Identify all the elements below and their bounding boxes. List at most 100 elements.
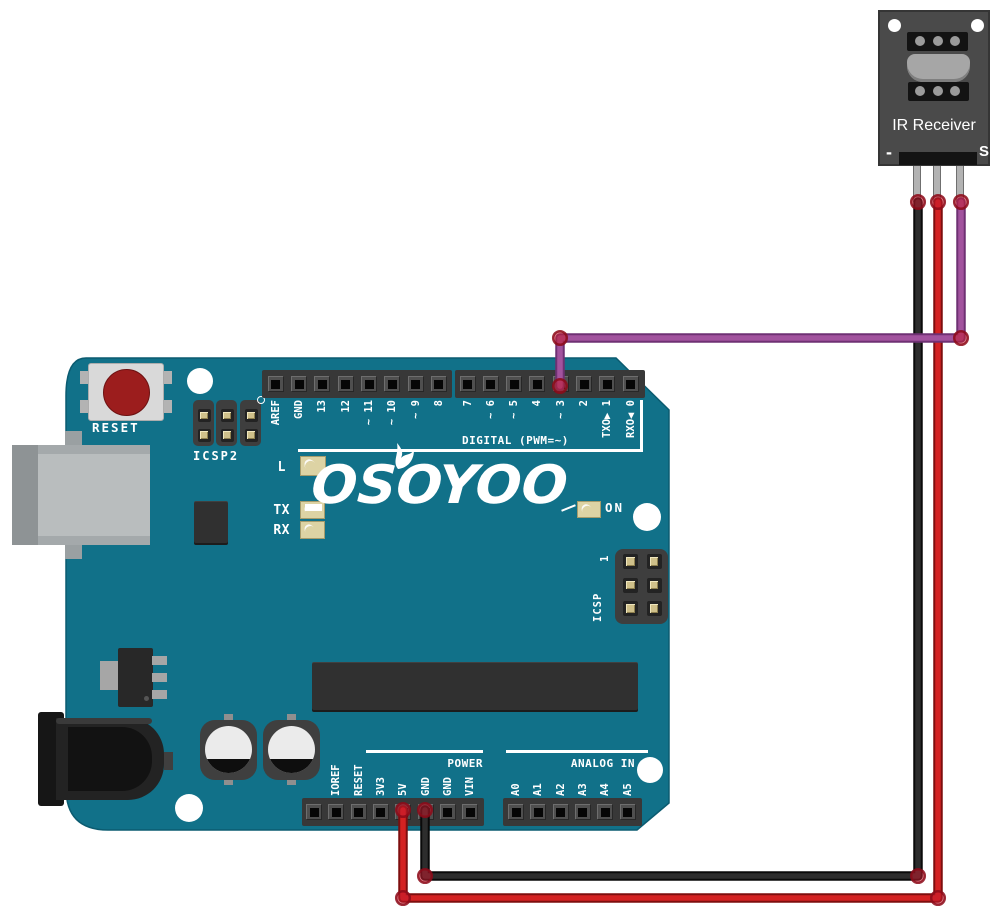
digital-pin: [291, 376, 308, 392]
regulator-leg: [152, 673, 167, 682]
digital-pin: [459, 376, 476, 392]
wire-joint: [416, 867, 434, 885]
capacitor: [200, 714, 257, 785]
digital-pin: [430, 376, 447, 392]
capacitor-lead: [287, 778, 296, 785]
digital-caption: DIGITAL (PWM=~): [462, 434, 569, 447]
icsp-pin: [623, 601, 638, 616]
analog-pin: [508, 804, 524, 820]
signal-wire: [557, 199, 964, 389]
main-mcu-chip: [312, 662, 638, 712]
icsp2-pin: [220, 428, 234, 442]
capacitor-marking: [205, 759, 252, 773]
icsp2-pin: [244, 428, 258, 442]
capacitor-lead: [224, 714, 233, 721]
icsp2-pin: [220, 409, 234, 422]
module-title: IR Receiver: [892, 117, 976, 134]
power-pin: [328, 804, 345, 820]
icsp-pin: [623, 554, 638, 569]
digital-pin: [384, 376, 401, 392]
mounting-hole: [633, 503, 661, 531]
ir-receiver-module: IR Receiver - S: [878, 10, 990, 166]
usb-interface-chip: [194, 501, 228, 545]
module-mounting-hole: [888, 19, 901, 32]
led-on: [577, 501, 601, 518]
module-contact-dot: [915, 35, 925, 46]
analog-pin: [574, 804, 591, 820]
capacitor-lead: [224, 778, 233, 785]
usb-tab-bottom: [65, 545, 82, 559]
reset-button-tab: [164, 371, 172, 384]
power-pin: [439, 804, 456, 820]
power-caption: POWER: [447, 757, 483, 770]
analog-pin: [552, 804, 569, 820]
analog-header: [503, 798, 642, 826]
module-contact-dot: [915, 85, 925, 96]
icsp2-label: ICSP2: [193, 449, 240, 463]
reset-button-tab: [80, 400, 88, 413]
brand-logo-underscore: [305, 504, 322, 511]
power-pin: [350, 804, 367, 820]
gnd-wire-outline: [420, 197, 923, 881]
5v-wire-outline: [398, 197, 943, 903]
power-jack-inner: [68, 727, 152, 791]
power-jack-highlight: [56, 718, 152, 724]
voltage-regulator: [100, 648, 170, 708]
mounting-hole: [187, 368, 213, 394]
icsp-pin: [623, 577, 638, 593]
capacitor-marking: [268, 759, 315, 773]
module-contact-dot: [950, 35, 960, 46]
icsp-pin: [646, 554, 662, 569]
module-pin-signal-label: S: [979, 143, 990, 160]
power-silkscreen-line: [366, 750, 483, 753]
module-contact-dot: [950, 85, 960, 96]
power-jack-nub: [164, 752, 173, 770]
signal-wire-outline: [555, 197, 966, 391]
capacitor-top: [268, 726, 315, 773]
wire-joint: [909, 193, 927, 211]
wire-joint: [551, 329, 569, 347]
led-rx: [300, 521, 325, 539]
icsp-pin: [646, 601, 662, 616]
reset-button-tab: [164, 400, 172, 413]
regulator-tab-left: [100, 661, 119, 690]
ir-sensor-dome: [907, 54, 970, 82]
icsp-pin: [646, 577, 662, 593]
analog-silkscreen-line: [506, 750, 648, 753]
aref-marker-dot: [257, 396, 265, 404]
gnd-wire: [422, 199, 921, 879]
usb-top-edge: [38, 445, 150, 454]
digital-silkscreen-line-vertical: [640, 400, 643, 452]
brand-logo-flame: [395, 443, 414, 469]
digital-pin: [576, 376, 592, 392]
board-outline: [65, 357, 670, 831]
reset-label: RESET: [92, 420, 140, 435]
usb-tab-top: [65, 431, 82, 445]
power-jack: [38, 712, 173, 806]
led-l-label: L: [277, 460, 286, 475]
icsp2-pin: [244, 409, 258, 422]
digital-pin: [529, 376, 546, 392]
wire-joint: [929, 193, 947, 211]
icsp2-pin: [197, 409, 211, 422]
capacitor: [263, 714, 320, 785]
5v-wire: [400, 199, 941, 901]
digital-pin: [314, 376, 331, 392]
led-l: [300, 456, 326, 476]
regulator-leg: [152, 656, 167, 665]
led-rx-label: RX: [273, 523, 290, 538]
digital-silkscreen-line: [298, 449, 643, 452]
digital-pin: [361, 376, 377, 392]
reset-button[interactable]: [80, 363, 172, 421]
digital-pin: [506, 376, 523, 392]
module-pin-minus-label: -: [886, 142, 892, 162]
power-pin: [306, 804, 322, 820]
digital-pin: [482, 376, 499, 392]
capacitor-lead: [287, 714, 296, 721]
wire-joint: [551, 377, 569, 395]
analog-pin: [530, 804, 547, 820]
wire-joint: [909, 867, 927, 885]
reset-button-cap: [103, 369, 150, 416]
